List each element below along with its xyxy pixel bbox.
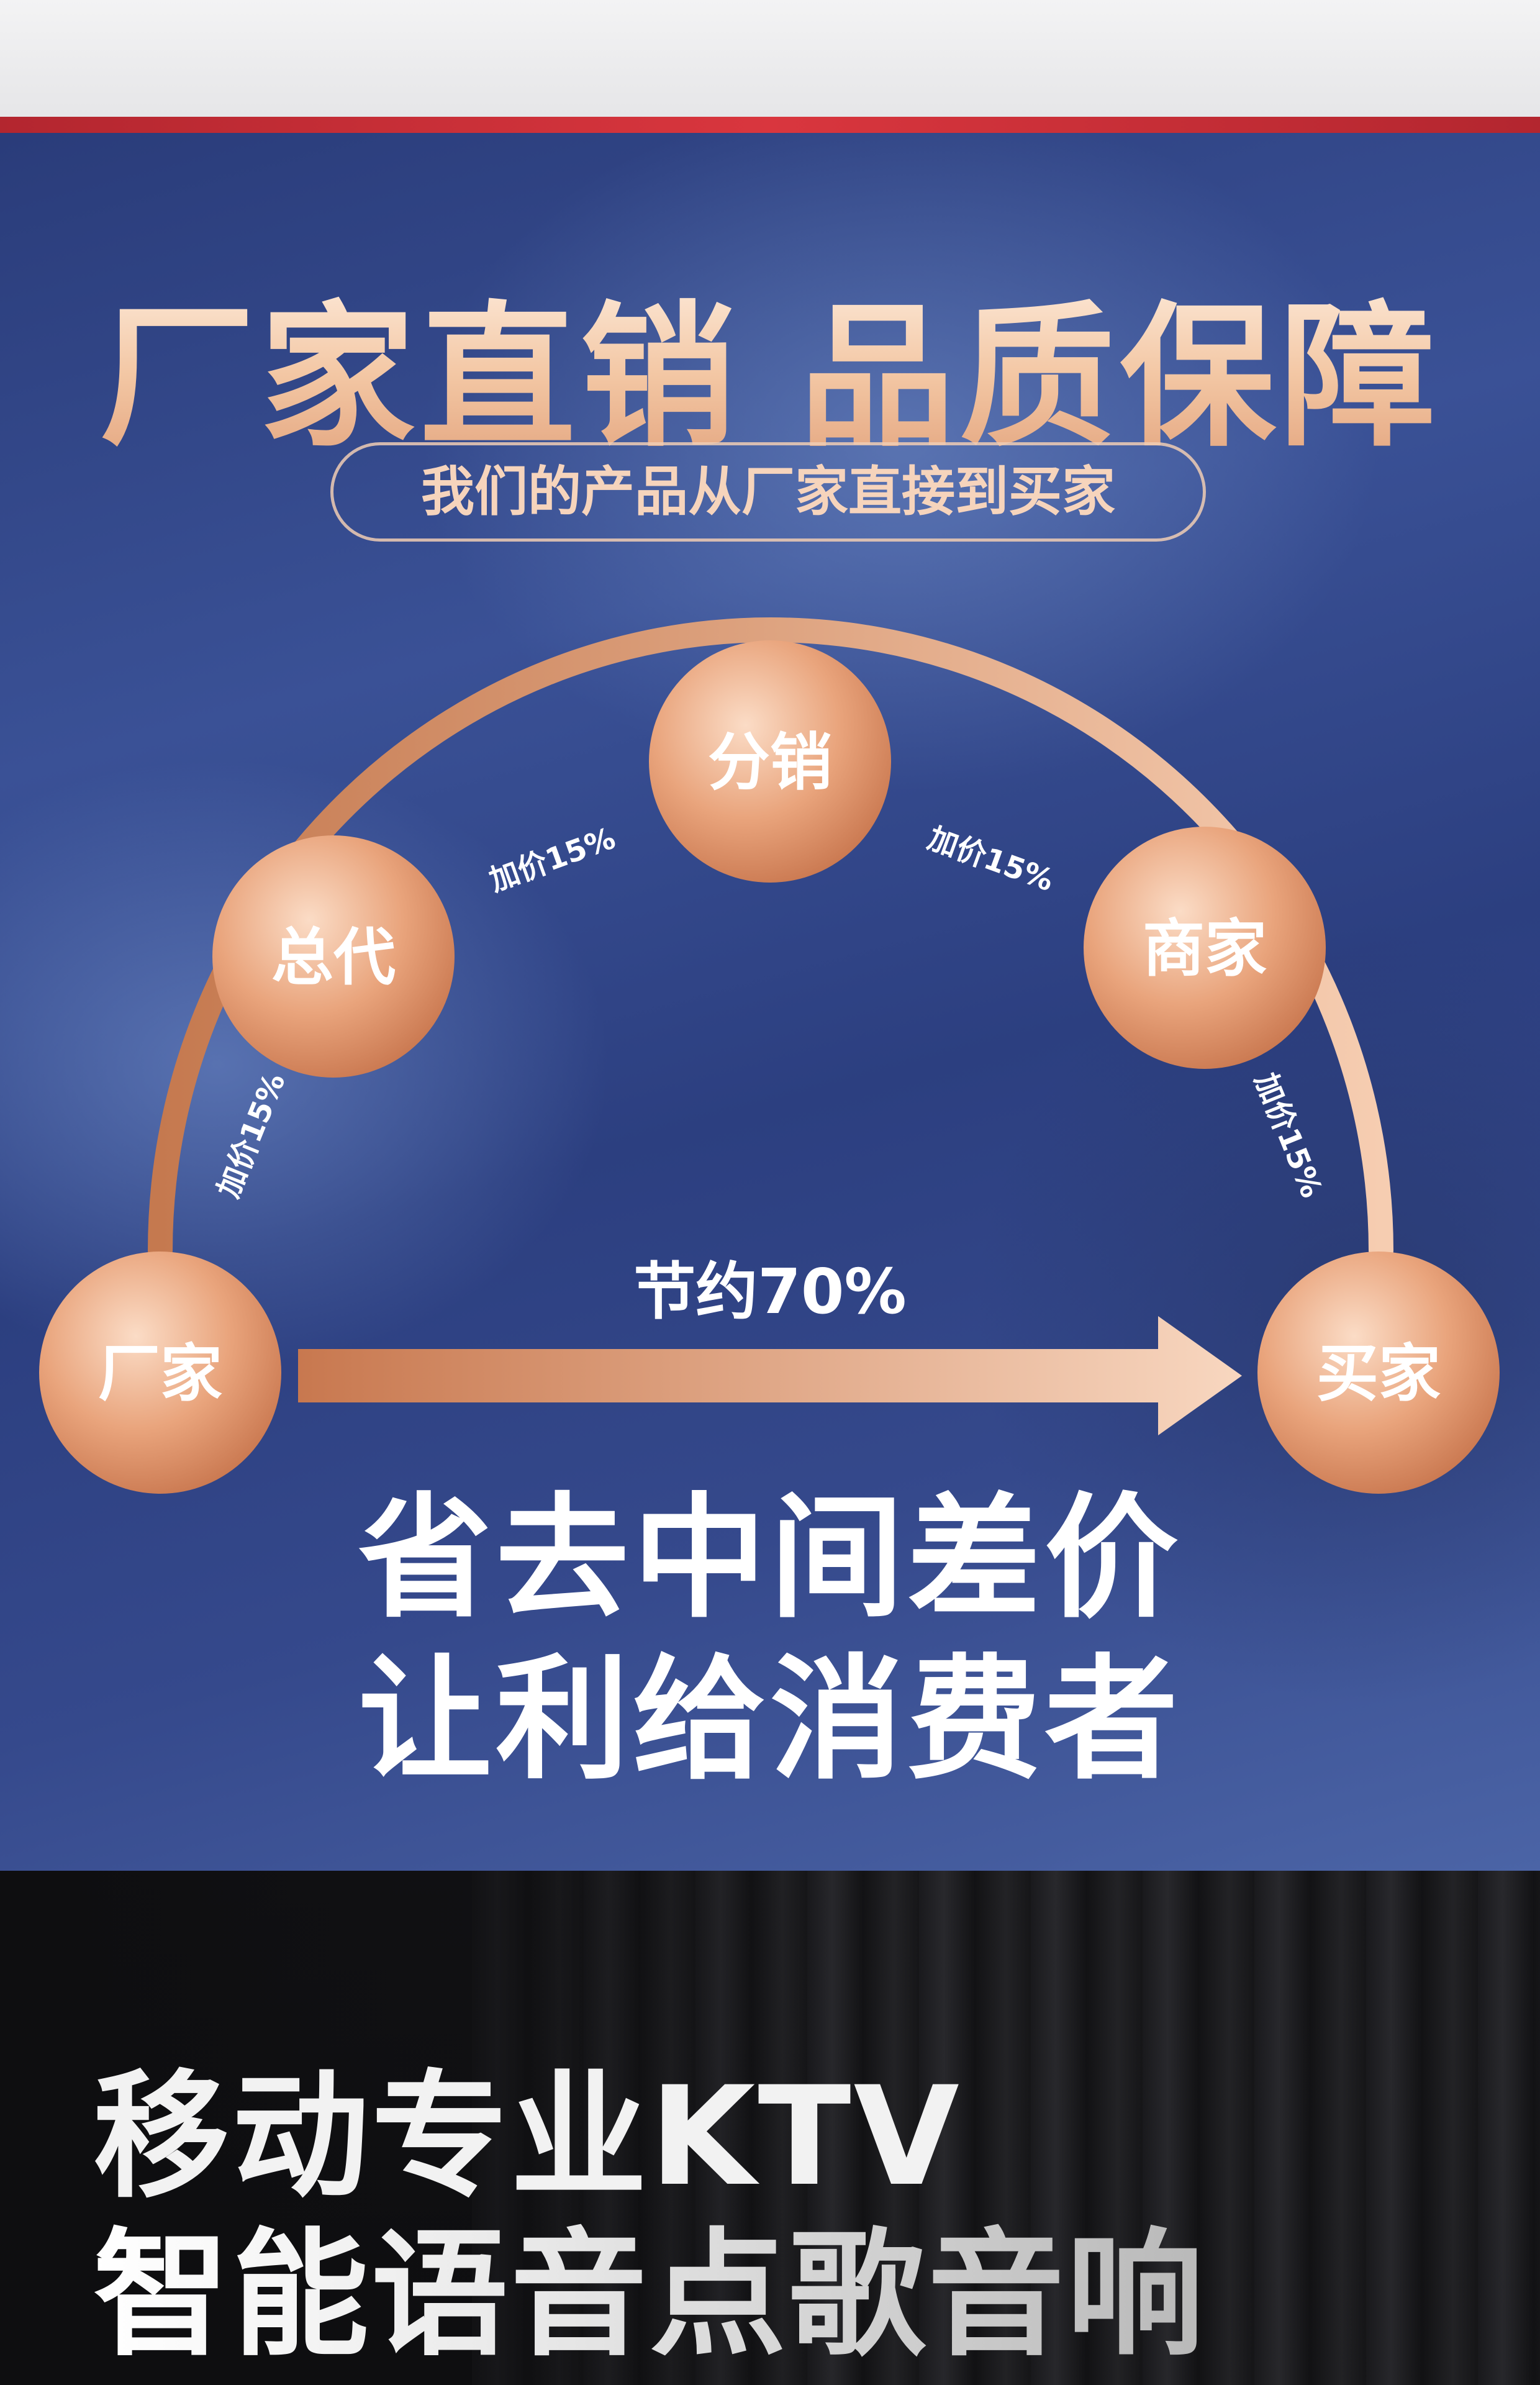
supply-chain-diagram: 节约70% 加价15% 加价15% 加价15% 加价15% 厂家 总代 分销 商…	[39, 617, 1500, 1494]
ktv-promo-panel: 移动专业KTV 智能语音点歌音响	[0, 1871, 1540, 2385]
slogan-line-2: 让利给消费者	[358, 1642, 1182, 1797]
markup-label-3: 加价15%	[923, 821, 1058, 899]
top-strip	[0, 0, 1540, 117]
markup-label-2: 加价15%	[485, 821, 620, 899]
node-factory-label: 厂家	[98, 1337, 222, 1410]
savings-arrow	[298, 1316, 1242, 1435]
node-buyer: 买家	[1257, 1252, 1500, 1494]
node-distributor-label: 分销	[708, 726, 832, 799]
curtain-fade	[0, 1871, 1540, 2385]
node-merchant: 商家	[1084, 827, 1326, 1069]
node-distributor: 分销	[649, 640, 891, 883]
node-merchant-label: 商家	[1143, 912, 1267, 985]
savings-label: 节约70%	[633, 1255, 906, 1328]
subtitle-pill: 我们的产品从厂家直接到买家	[330, 442, 1206, 542]
promo-line-1: 移动专业KTV	[93, 2057, 962, 2216]
node-factory: 厂家	[39, 1252, 281, 1494]
markup-label-1: 加价15%	[211, 1068, 292, 1203]
page-title: 厂家直销 品质保障	[0, 251, 1540, 476]
slogan-line-1: 省去中间差价	[358, 1480, 1182, 1636]
markup-label-4: 加价15%	[1248, 1068, 1329, 1203]
node-general-agent: 总代	[212, 835, 455, 1078]
node-buyer-label: 买家	[1316, 1337, 1441, 1410]
direct-sales-panel: 厂家直销 品质保障 我们的产品从厂家直接到买家 节约70% 加价15% 加价15…	[0, 133, 1540, 1871]
promo-line-2: 智能语音点歌音响	[93, 2184, 1206, 2382]
red-divider	[0, 117, 1540, 133]
node-general-agent-label: 总代	[271, 921, 396, 994]
